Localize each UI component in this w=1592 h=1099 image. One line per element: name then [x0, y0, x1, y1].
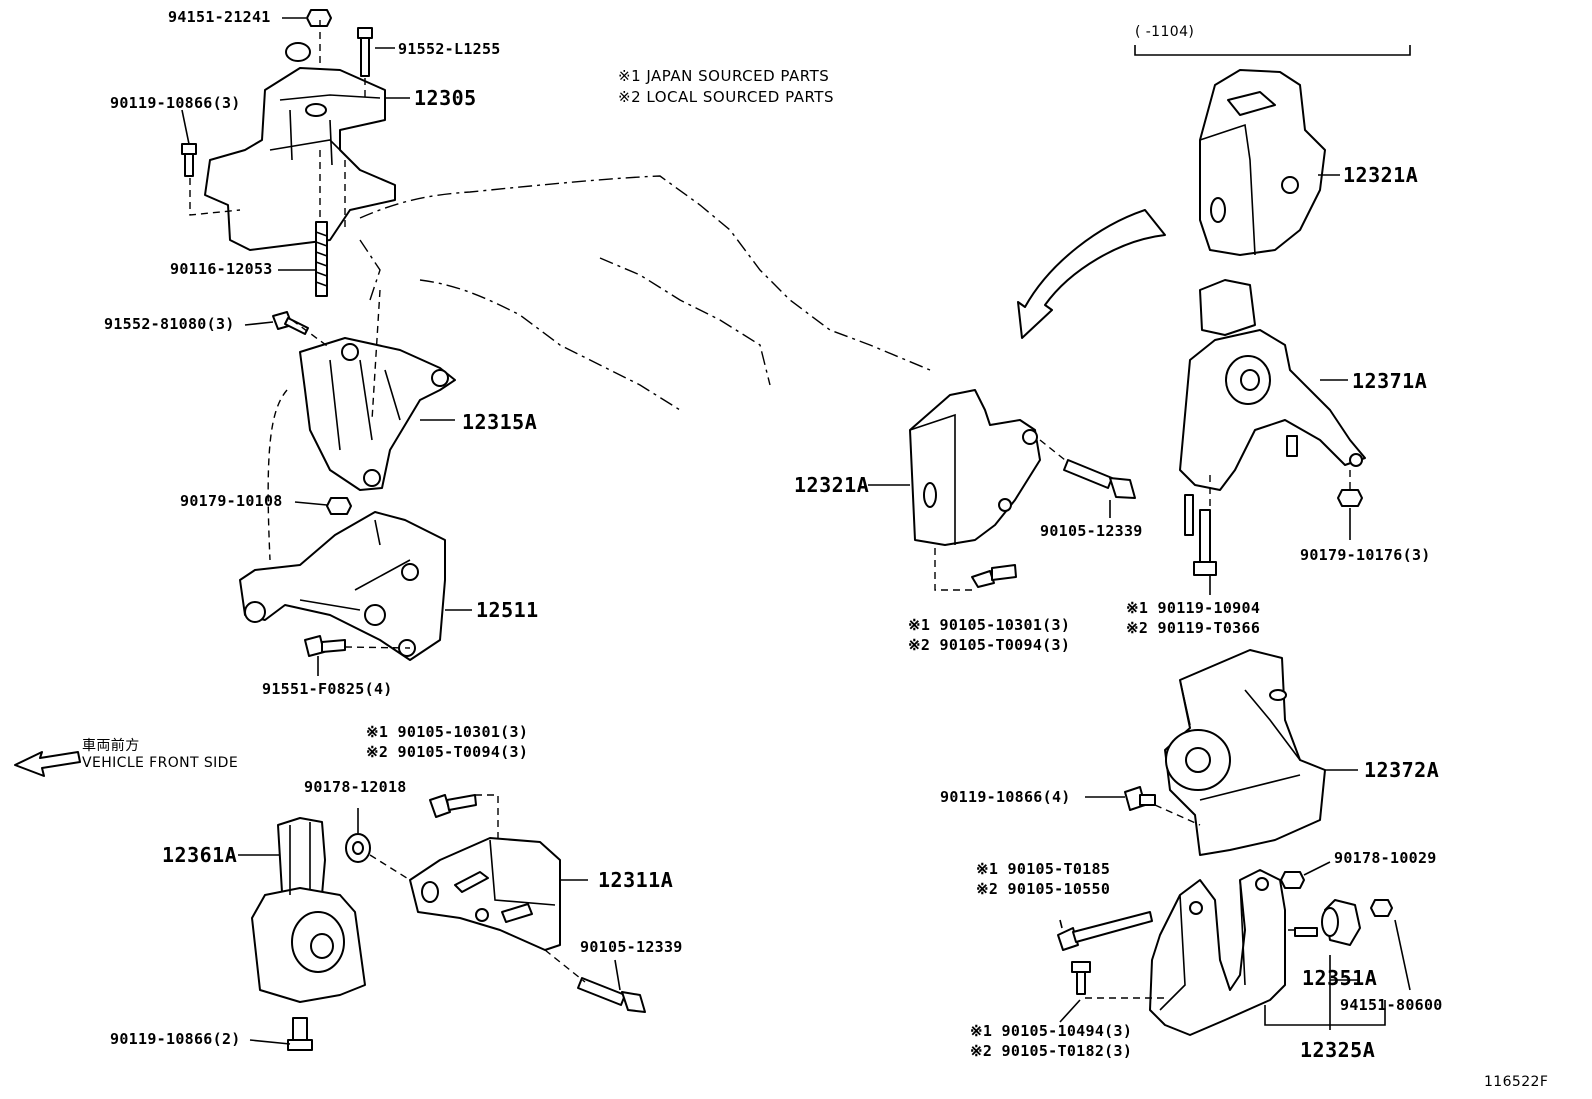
label-right-ref1: ※1 90119-10904 — [1126, 599, 1261, 617]
label-91552-81080-3: 91552-81080(3) — [104, 315, 235, 333]
label-12305: 12305 — [414, 86, 477, 110]
bolt-90105-10494 — [1071, 961, 1091, 995]
nut-90179-10176 — [1337, 489, 1363, 507]
label-90179-10176-3: 90179-10176(3) — [1300, 546, 1431, 564]
label-91552-L1255: 91552-L1255 — [398, 40, 501, 58]
label-91551-F0825-4: 91551-F0825(4) — [262, 680, 393, 698]
label-90119-10866-2: 90119-10866(2) — [110, 1030, 241, 1048]
nut-94151-80600 — [1370, 899, 1393, 917]
bracket-12511 — [239, 511, 446, 661]
label-90178-10029: 90178-10029 — [1334, 849, 1437, 867]
date-range-note: ( -1104) — [1135, 24, 1195, 40]
label-12361A: 12361A — [162, 843, 238, 867]
label-br2-ref1: ※1 90105-10494(3) — [970, 1022, 1133, 1040]
label-90105-12339-bottom: 90105-12339 — [580, 938, 683, 956]
bolt-90119-10866-top — [181, 143, 197, 177]
bushing-12351A — [1294, 899, 1361, 946]
engine-mount-12361A — [251, 817, 366, 1003]
date-bracket — [1134, 45, 1411, 56]
bolt-90105-12339-bottom — [577, 977, 646, 1013]
bolt-90105-10301-mid — [971, 564, 1017, 588]
bracket-12325A — [1149, 869, 1286, 1036]
label-12315A: 12315A — [462, 410, 538, 434]
label-12325A: 12325A — [1300, 1038, 1376, 1062]
label-12511: 12511 — [476, 598, 539, 622]
engine-mount-12305 — [204, 42, 396, 251]
bolt-90119-10866-right — [1124, 786, 1156, 811]
front-side-jp: 車両前方 — [82, 738, 140, 754]
figure-id: 116522F — [1484, 1074, 1549, 1090]
label-12321A-top: 12321A — [1343, 163, 1419, 187]
bolt-94151-21241 — [306, 9, 332, 27]
bracket-12321A-mid — [909, 389, 1041, 546]
label-br-ref1: ※1 90105-T0185 — [976, 860, 1111, 878]
label-br-ref2: ※2 90105-10550 — [976, 880, 1111, 898]
leader-lines — [181, 17, 1411, 1045]
bolt-91551-F0825 — [304, 635, 346, 657]
bracket-12321A-top — [1199, 69, 1326, 256]
label-right-ref2: ※2 90119-T0366 — [1126, 619, 1261, 637]
collar-90178-12018 — [345, 833, 371, 863]
label-90179-10108: 90179-10108 — [180, 492, 283, 510]
vehicle-front-arrow-icon — [14, 751, 81, 777]
bolt-90105-T0185 — [1057, 911, 1153, 951]
collar-90178-10029 — [1280, 871, 1305, 889]
bolt-90105-12339-mid — [1063, 459, 1136, 499]
bracket-12315A — [299, 337, 456, 491]
label-90178-12018: 90178-12018 — [304, 778, 407, 796]
stud-90116-12053 — [315, 221, 328, 297]
bolt-90119-10866-bottom — [287, 1017, 313, 1051]
engine-mount-12372A — [1164, 649, 1326, 856]
label-12372A: 12372A — [1364, 758, 1440, 782]
front-side-en: VEHICLE FRONT SIDE — [82, 755, 239, 771]
label-mid-ref1: ※1 90105-10301(3) — [908, 616, 1071, 634]
bolt-91552-81080 — [272, 311, 309, 335]
label-12321A-mid: 12321A — [794, 473, 870, 497]
label-12371A: 12371A — [1352, 369, 1428, 393]
engine-outline — [359, 175, 931, 411]
bolt-91552-L1255 — [357, 27, 373, 77]
label-94151-21241: 94151-21241 — [168, 8, 271, 26]
bracket-12311A — [409, 837, 561, 951]
label-90119-10866-3: 90119-10866(3) — [110, 94, 241, 112]
label-90116-12053: 90116-12053 — [170, 260, 273, 278]
label-br2-ref2: ※2 90105-T0182(3) — [970, 1042, 1133, 1060]
label-12311A: 12311A — [598, 868, 674, 892]
label-bl-ref1: ※1 90105-10301(3) — [366, 723, 529, 741]
stud-90119-10904 — [1184, 494, 1217, 576]
transition-arrow-icon — [1017, 209, 1166, 339]
note-japan-sourced: ※1 JAPAN SOURCED PARTS — [618, 67, 830, 85]
bolt-90105-10301-left — [429, 794, 477, 818]
label-bl-ref2: ※2 90105-T0094(3) — [366, 743, 529, 761]
note-local-sourced: ※2 LOCAL SOURCED PARTS — [618, 88, 834, 106]
label-mid-ref2: ※2 90105-T0094(3) — [908, 636, 1071, 654]
engine-mount-12371A — [1179, 279, 1366, 491]
label-90119-10866-4: 90119-10866(4) — [940, 788, 1071, 806]
label-12351A: 12351A — [1302, 966, 1378, 990]
label-94151-80600: 94151-80600 — [1340, 996, 1443, 1014]
nut-90179-10108 — [326, 497, 352, 515]
label-90105-12339-mid: 90105-12339 — [1040, 522, 1143, 540]
